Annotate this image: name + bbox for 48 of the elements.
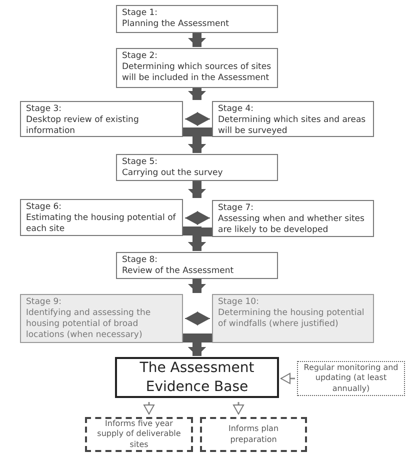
stage-box [20,294,183,343]
stage-heading: Stage 2: [122,51,159,62]
stage-heading: Stage 5: [122,157,159,168]
box-text: Determining which sites and areas will be surveyed [218,114,367,137]
double-arrow [184,312,210,326]
stage-heading: Stage 3: [26,104,63,115]
stage-box [20,199,183,236]
note-box [297,361,405,396]
stage-box [212,200,374,237]
box-text: Informs five year supply of deliverable sites [96,418,182,450]
stage-box [20,101,183,137]
box-text: Identifying and assessing the housing potential of broad locations (when necessary) [26,308,152,340]
note-box [200,417,307,452]
box-text: Determining which sources of sites will be included in the Assessment [122,62,272,84]
box-text: Carrying out the survey [122,168,224,179]
arrow [188,88,206,100]
stage-heading: Stage 9: [26,297,63,308]
box-text: Determining the housing potential of windfalls (where justified) [218,308,366,330]
stage-heading: Stage 8: [122,255,159,266]
stage-heading: Stage 10: [218,297,260,308]
stage-box [212,294,374,343]
note-box [85,417,193,452]
arrow [188,33,206,47]
box-text: Desktop review of existing information [26,114,140,137]
arrow [280,373,295,384]
box-text: Regular monitoring and updating (at least annually) [302,362,400,394]
stage-box [116,252,278,279]
box-text: Informs plan preparation [227,424,280,445]
stage-heading: Stage 1: [122,8,159,19]
stage-box [116,48,278,88]
box-text: Estimating the housing potential of each site [26,212,177,235]
arrow [144,402,154,414]
box-text: Assessing when and whether sites are likely to be developed [218,214,366,236]
arrow [188,279,206,293]
stage-box [116,154,278,181]
stage-heading: Stage 7: [218,203,255,214]
stage-heading: Stage 6: [26,202,63,213]
box-text: The Assessment Evidence Base [138,359,256,396]
stage-box [212,101,374,137]
result-box [115,357,279,398]
stage-box [116,5,278,33]
box-text: Review of the Assessment [122,266,235,277]
double-arrow [184,211,210,225]
arrow [233,402,244,414]
arrow [188,181,206,198]
stage-heading: Stage 4: [218,104,255,115]
box-text: Planning the Assessment [122,18,230,30]
double-arrow [184,112,210,126]
